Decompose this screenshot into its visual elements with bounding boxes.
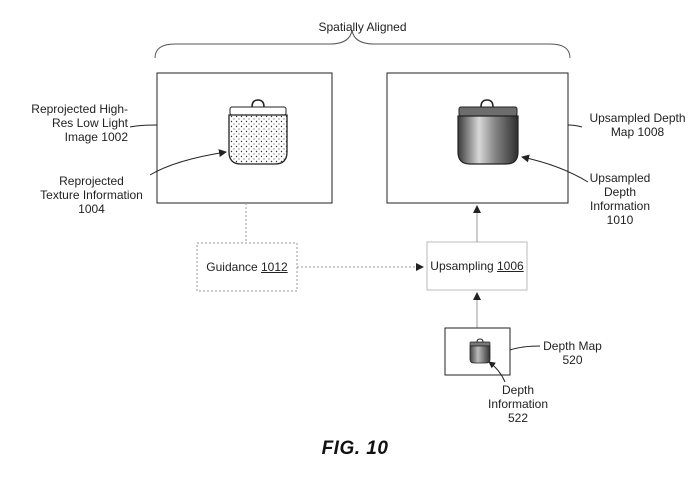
upsampling-text: Upsampling — [430, 259, 497, 273]
guidance-box — [196, 242, 298, 292]
depth-map-520-label: Depth Map 520 — [540, 339, 605, 367]
depth-info-522-line-2: Information — [487, 397, 549, 411]
leader-map-1008 — [567, 124, 583, 128]
guidance-ref: 1012 — [261, 260, 288, 274]
leader-depth-info-522 — [488, 361, 506, 383]
map-1008-line-2: Map 1008 — [610, 125, 665, 139]
depth-info-1010-label: Upsampled Depth Information 1010 — [585, 171, 655, 227]
guidance-label: Guidance 1012 — [197, 260, 297, 274]
upsampling-label: Upsampling 1006 — [427, 259, 527, 273]
depth-info-1010-line-2: Depth — [603, 185, 637, 199]
image-1002-line-1: Reprojected High- — [31, 102, 128, 116]
leader-depth-1010 — [521, 154, 589, 183]
small-depth-jar-icon — [469, 338, 491, 364]
texture-1004-line-3: 1004 — [78, 202, 105, 216]
textured-jar-icon — [228, 99, 288, 165]
leader-image-1002 — [129, 124, 158, 128]
spatially-aligned-label: Spatially Aligned — [318, 20, 407, 34]
image-1002-label: Reprojected High- Res Low Light Image 10… — [6, 102, 128, 144]
depth-info-522-line-1: Depth — [501, 383, 535, 397]
guidance-text: Guidance — [206, 260, 261, 274]
map-1008-line-1: Upsampled Depth — [589, 111, 686, 125]
depth-info-522-line-3: 522 — [507, 411, 529, 425]
upsampling-ref: 1006 — [497, 259, 524, 273]
depth-jar-icon — [457, 99, 519, 165]
depth-map-520-line-2: 520 — [562, 353, 583, 367]
depth-info-1010-line-3: Information — [589, 199, 651, 213]
image-1002-line-2: Res Low Light — [51, 116, 128, 130]
texture-1004-line-1: Reprojected — [59, 174, 124, 188]
leader-texture-1004 — [149, 149, 227, 176]
depth-info-522-label: Depth Information 522 — [483, 383, 553, 425]
image-1002-line-3: Image 1002 — [64, 130, 128, 144]
depth-info-1010-line-1: Upsampled — [589, 171, 651, 185]
spatially-aligned-bracket — [154, 29, 571, 59]
map-1008-label: Upsampled Depth Map 1008 — [585, 111, 690, 139]
figure-caption: FIG. 10 — [321, 438, 389, 459]
texture-1004-line-2: Texture Information — [40, 188, 143, 202]
depth-info-1010-line-4: 1010 — [606, 213, 634, 227]
texture-1004-label: Reprojected Texture Information 1004 — [34, 174, 149, 216]
depth-map-520-line-1: Depth Map — [543, 339, 602, 353]
leader-depth-map-520 — [509, 345, 541, 351]
